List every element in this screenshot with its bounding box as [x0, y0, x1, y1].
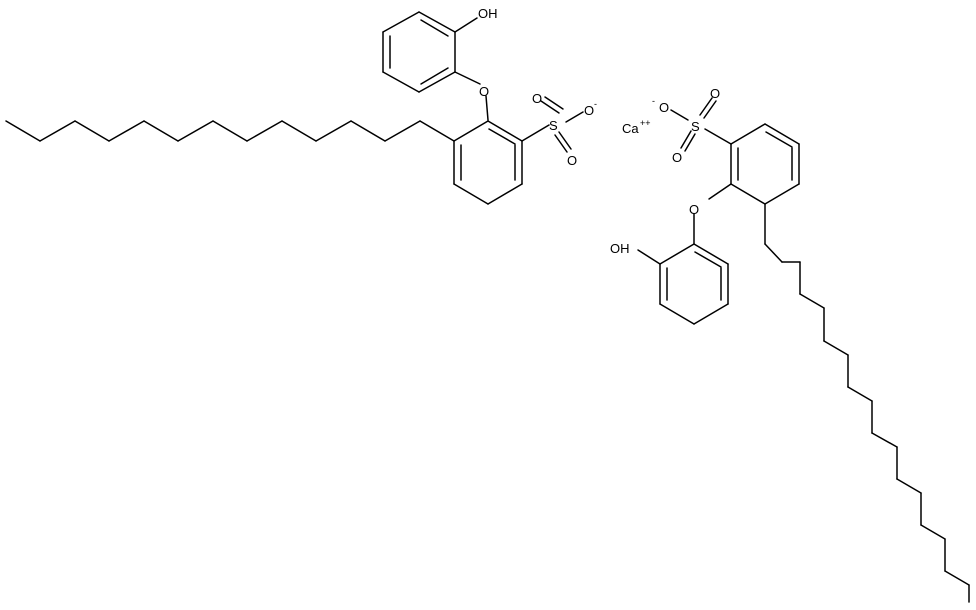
left-so-bond-anion	[565, 111, 584, 123]
left-cs-bond	[521, 124, 550, 142]
right-so-bond-bottom-a	[680, 130, 692, 149]
right-sulfonyl-oxygen-top-label: O	[710, 86, 720, 101]
left-oh-bond	[454, 17, 478, 33]
calcium-charge: ++	[640, 118, 651, 128]
right-so-bond-bottom-b	[684, 133, 696, 152]
left-ether-bond-b	[485, 95, 489, 121]
left-sulfonyl-oxygen-bottom-label: O	[567, 153, 577, 168]
left-sulfonate-charge: -	[594, 99, 597, 109]
right-so-bond-top-b	[703, 100, 717, 119]
right-so-bond-anion	[670, 109, 689, 121]
left-sulfonate-oxygen-label: O	[584, 103, 594, 118]
left-so-bond-bottom-a	[558, 131, 572, 150]
right-so-bond-top-a	[699, 97, 713, 116]
left-so-bond-top-b	[544, 96, 564, 110]
right-sulfur-label: S	[691, 119, 700, 134]
right-tridecyl-chain	[764, 203, 970, 603]
right-oh-bond	[637, 249, 661, 265]
right-sulfonyl-oxygen-bottom-label: O	[672, 150, 682, 165]
right-hydroxyl-label: OH	[610, 241, 630, 256]
right-hydroxyphenyl-ring	[659, 243, 729, 325]
right-sulfonate-charge: -	[652, 96, 655, 106]
right-ether-oxygen-label: O	[689, 202, 699, 217]
right-ether-bond-a	[708, 183, 732, 200]
right-cs-bond	[704, 128, 732, 145]
left-ether-oxygen-label: O	[479, 84, 489, 99]
left-sulfur-label: S	[549, 118, 558, 133]
left-so-bond-bottom-b	[554, 134, 568, 153]
left-hydroxyphenyl-ring	[382, 11, 456, 93]
left-anion: OH O S O O O -	[5, 6, 597, 205]
calcium-label: Ca	[622, 121, 639, 136]
left-tridecyl-chain	[5, 120, 455, 142]
left-hydroxyl-label: OH	[478, 6, 498, 21]
left-so-bond-top-a	[540, 100, 560, 114]
right-anion: O - O S O O OH	[610, 86, 970, 603]
right-sulfonate-oxygen-label: O	[659, 100, 669, 115]
right-benzene-ring	[730, 123, 800, 205]
left-benzene-ring	[453, 120, 523, 205]
left-sulfonyl-oxygen-top-label: O	[532, 91, 542, 106]
left-ether-bond-a	[454, 71, 481, 85]
